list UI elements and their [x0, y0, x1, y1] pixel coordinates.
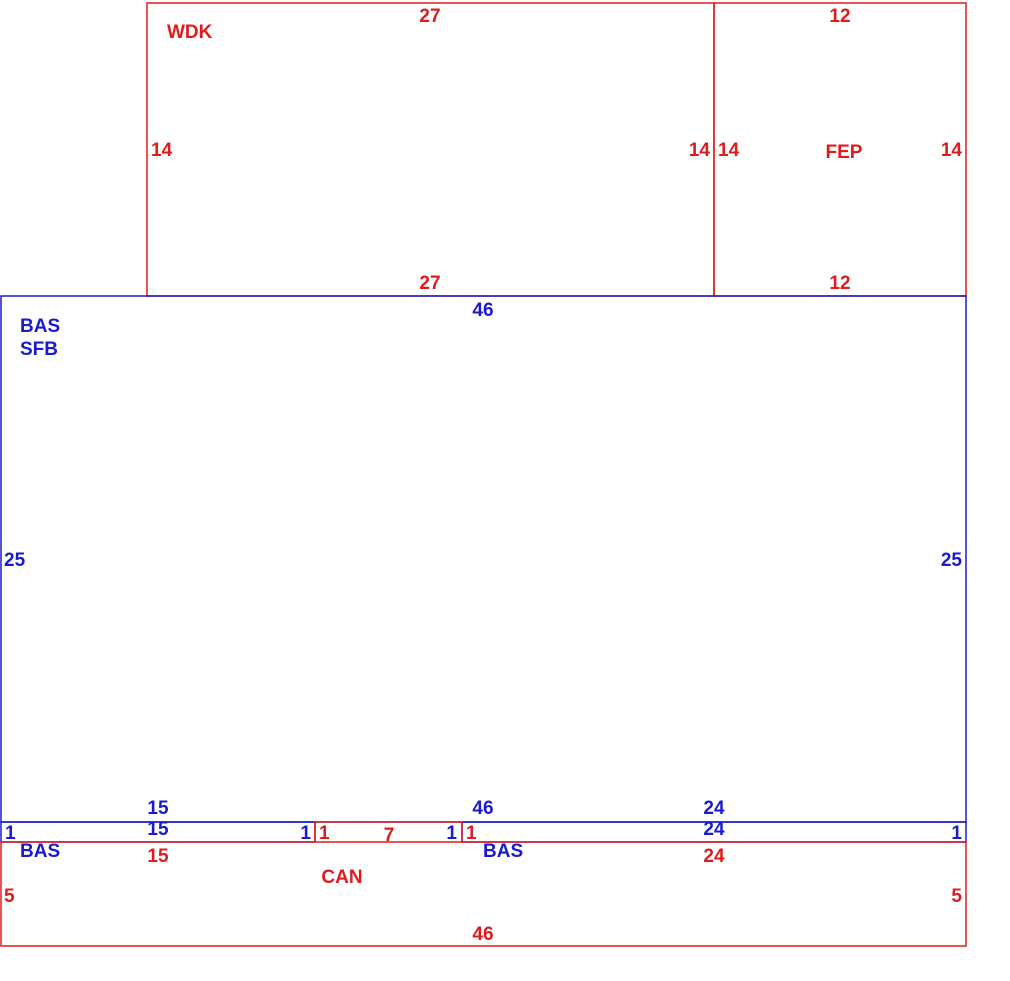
wdk-left-dim: 14 — [151, 140, 173, 161]
strip-right-top-dim: 24 — [703, 819, 725, 840]
bottom-strip-bottom-dim: 46 — [472, 924, 493, 945]
main-room-right-dim: 25 — [941, 550, 963, 571]
bas-left-top-dim: 15 — [147, 846, 169, 867]
can-name: CAN — [321, 867, 362, 888]
bas-right-top-dim: 24 — [703, 846, 725, 867]
bas-right-left-dim: 1 — [466, 823, 477, 844]
fep-top-dim: 12 — [829, 6, 850, 27]
strip-left-right-dim: 1 — [300, 823, 311, 844]
bas-left-name: BAS — [20, 841, 60, 862]
bottom-strip-left-dim: 5 — [4, 886, 15, 907]
bottom-strip-right-dim: 5 — [951, 886, 962, 907]
can-right-dim: 1 — [446, 823, 457, 844]
strip-left-top-dim: 15 — [147, 819, 169, 840]
fep-left-dim: 14 — [718, 140, 740, 161]
main-room-name-2: SFB — [20, 339, 58, 360]
can-left-dim: 1 — [319, 823, 330, 844]
main-room-bottom-mid-dim: 46 — [472, 798, 493, 819]
main-room-top-dim: 46 — [472, 300, 493, 321]
fep-name: FEP — [826, 142, 863, 163]
fep-right-dim: 14 — [941, 140, 963, 161]
wdk-top-dim: 27 — [419, 6, 440, 27]
wdk-outline — [146, 2, 715, 297]
main-room-name-1: BAS — [20, 316, 60, 337]
strip-left-left-dim: 1 — [5, 823, 16, 844]
strip-right-right-dim: 1 — [951, 823, 962, 844]
main-room-left-dim: 25 — [4, 550, 26, 571]
wdk-bottom-dim: 27 — [419, 273, 440, 294]
main-room-bottom-left-dim: 15 — [147, 798, 169, 819]
can-outline — [314, 821, 463, 842]
wdk-name: WDK — [167, 22, 213, 43]
main-room-outline — [0, 295, 967, 823]
bottom-strip-outline — [0, 841, 967, 947]
fep-bottom-dim: 12 — [829, 273, 850, 294]
wdk-right-dim: 14 — [689, 140, 711, 161]
can-top-dim: 7 — [384, 825, 395, 846]
bas-right-name: BAS — [483, 841, 523, 862]
main-room-bottom-right-dim: 24 — [703, 798, 725, 819]
